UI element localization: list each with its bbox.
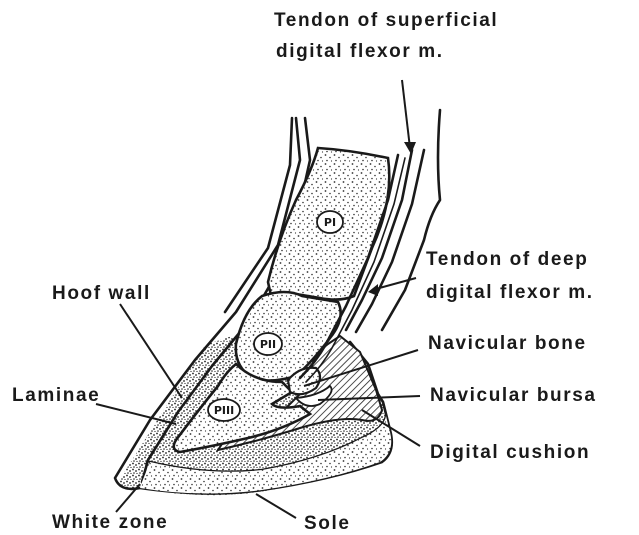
label-deep-line1: Tendon of deep (426, 249, 588, 270)
leader-sole (256, 494, 296, 518)
label-digital-cushion: Digital cushion (430, 442, 590, 463)
label-navicular-bone: Navicular bone (428, 333, 587, 354)
label-superficial-line2: digital flexor m. (276, 41, 444, 62)
leader-deep (372, 278, 416, 290)
label-sole: Sole (304, 513, 351, 534)
label-p2: PII (260, 338, 276, 351)
label-laminae: Laminae (12, 385, 100, 406)
label-white-zone: White zone (52, 512, 168, 533)
leader-hoof-wall (120, 304, 182, 398)
label-superficial-line1: Tendon of superficial (274, 10, 498, 31)
label-p1: PI (324, 216, 336, 229)
label-navicular-bursa: Navicular bursa (430, 385, 597, 406)
leader-superficial (402, 80, 410, 148)
label-deep-line2: digital flexor m. (426, 282, 594, 303)
arrowhead-superficial (404, 142, 416, 154)
label-hoof-wall: Hoof wall (52, 283, 151, 304)
label-p3: PIII (214, 404, 234, 417)
